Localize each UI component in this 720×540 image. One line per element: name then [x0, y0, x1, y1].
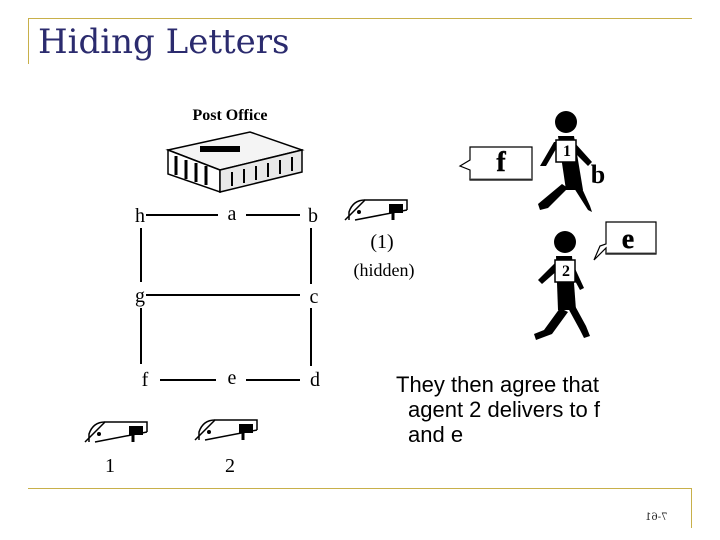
hidden-count-label: (1)	[370, 231, 393, 253]
agreement-text: They then agree that agent 2 delivers to…	[396, 372, 696, 447]
agreement-line-1: They then agree that	[396, 372, 600, 397]
speech-bubble	[593, 221, 657, 261]
speech-bubble	[458, 146, 533, 181]
mailbox-1-label: 1	[105, 455, 115, 477]
node-a: a	[228, 203, 237, 225]
slide-title: Hiding Letters	[38, 22, 290, 62]
agent-2-number: 2	[562, 263, 570, 280]
node-h: h	[135, 205, 145, 227]
agent-1-letter: b	[591, 160, 605, 189]
route-grid	[140, 214, 312, 381]
agent-2-bubble-letter: e	[622, 224, 634, 255]
node-c: c	[310, 286, 319, 308]
mailbox-icon	[84, 421, 148, 443]
frame-bottom-line	[28, 488, 692, 489]
node-d: d	[310, 369, 320, 391]
node-b: b	[308, 205, 318, 227]
hidden-label: (hidden)	[354, 260, 415, 281]
agent-1-bubble-letter: f	[496, 147, 506, 178]
agent-1-number: 1	[563, 143, 571, 160]
frame-right-line	[691, 488, 692, 528]
mailbox-icon	[344, 199, 408, 221]
agreement-line-3: and e	[408, 422, 464, 447]
frame-left-line	[28, 18, 29, 64]
mailbox-2-label: 2	[225, 455, 235, 477]
node-e: e	[228, 367, 237, 389]
node-g: g	[135, 285, 145, 307]
agent-1-figure-icon	[538, 111, 592, 212]
mailbox-icon	[194, 419, 258, 441]
page-number: 7-61	[645, 512, 668, 523]
node-f: f	[142, 369, 149, 391]
frame-top-line	[28, 18, 692, 19]
agent-2-figure-icon	[534, 231, 590, 340]
post-office-building-icon	[165, 131, 305, 194]
post-office-label: Post Office	[192, 107, 267, 124]
agreement-line-2: agent 2 delivers to f	[408, 397, 601, 422]
